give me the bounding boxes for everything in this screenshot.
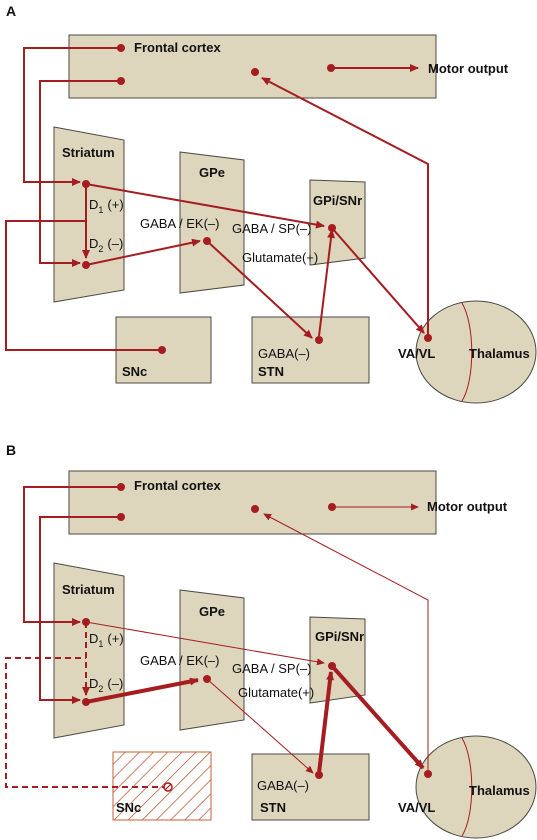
cortex-to-d2-path xyxy=(39,80,121,267)
striatum-label: Striatum xyxy=(62,145,115,160)
d2-node xyxy=(82,698,90,706)
panel-b: B Frontal cortex Motor output Striatum G… xyxy=(5,442,537,839)
stn-to-gpi-path xyxy=(318,229,335,337)
snc-node xyxy=(158,346,166,354)
striatum-box xyxy=(53,562,125,739)
cortex-node-3 xyxy=(251,68,259,76)
vavl-label: VA/VL xyxy=(398,800,435,815)
gpe-label: GPe xyxy=(199,165,225,180)
d2-label: D2(–) xyxy=(89,236,123,254)
stn-node xyxy=(315,771,323,779)
snc-to-striatum-path xyxy=(5,220,162,351)
frontal-cortex-label: Frontal cortex xyxy=(134,40,221,55)
d1-node xyxy=(82,180,90,188)
cortex-to-d1-path xyxy=(23,47,121,186)
cortex-to-d2-path xyxy=(39,516,121,704)
d1-node xyxy=(82,618,90,626)
panel-a: A Frontal cortex Motor output Striatum G… xyxy=(5,3,537,404)
vavl-boundary xyxy=(461,302,473,402)
gpi-to-thalamus-path xyxy=(330,664,425,770)
snc-label: SNc xyxy=(116,800,141,815)
d2-node xyxy=(82,261,90,269)
d2-to-gpe-path xyxy=(85,238,201,266)
gpe-node xyxy=(203,237,211,245)
frontal-cortex-box xyxy=(68,470,437,535)
stn-box xyxy=(251,753,370,821)
thalamus-label: Thalamus xyxy=(469,346,530,361)
gpi-node xyxy=(328,224,336,232)
cortex-node-2 xyxy=(117,77,125,85)
gpi-snr-box xyxy=(309,616,366,704)
cortex-node-4 xyxy=(327,64,335,72)
glutamate-label: Glutamate(+) xyxy=(242,250,318,265)
motor-output-label: Motor output xyxy=(428,61,509,76)
gaba-ek-label: GABA / EK(–) xyxy=(140,653,219,668)
gaba-ek-label: GABA / EK(–) xyxy=(140,216,219,231)
gpi-snr-label: GPi/SNr xyxy=(313,193,362,208)
stn-label: STN xyxy=(258,364,284,379)
cortex-node-1 xyxy=(117,44,125,52)
thalamus-to-cortex-path xyxy=(261,77,429,336)
thalamus-ellipse xyxy=(415,735,537,839)
cortex-node-3 xyxy=(251,505,259,513)
stn-box xyxy=(251,316,370,384)
striatum-label: Striatum xyxy=(62,582,115,597)
stn-label: STN xyxy=(260,800,286,815)
gpe-node xyxy=(203,675,211,683)
d1-label: D1(+) xyxy=(89,631,124,649)
panel-a-label: A xyxy=(6,3,16,19)
thalamus-to-cortex-path xyxy=(263,513,429,772)
gpi-to-thalamus-path xyxy=(331,227,425,334)
vavl-node xyxy=(424,770,432,778)
gpe-label: GPe xyxy=(199,604,225,619)
vavl-boundary xyxy=(461,737,473,837)
snc-to-striatum-path xyxy=(5,657,168,788)
gpi-snr-label: GPi/SNr xyxy=(315,629,364,644)
d1-to-gpi-path xyxy=(85,183,325,229)
d2-to-gpe-path xyxy=(85,677,199,704)
motor-output-label: Motor output xyxy=(427,499,508,514)
cortex-node-2 xyxy=(117,513,125,521)
vavl-label: VA/VL xyxy=(398,346,435,361)
d1-label: D1(+) xyxy=(89,197,124,215)
snc-label: SNc xyxy=(122,364,147,379)
gpi-node xyxy=(328,662,336,670)
gaba-sp-label: GABA / SP(–) xyxy=(232,661,311,676)
gaba-stn-label: GABA(–) xyxy=(258,346,310,361)
snc-node-strike xyxy=(165,784,171,790)
gaba-sp-label: GABA / SP(–) xyxy=(232,221,311,236)
glutamate-label: Glutamate(+) xyxy=(238,685,314,700)
thalamus-ellipse xyxy=(415,300,537,404)
d2-label: D2(–) xyxy=(89,676,123,694)
stn-to-gpi-path xyxy=(317,671,335,774)
stn-node xyxy=(315,336,323,344)
gpi-snr-box xyxy=(309,179,366,266)
thalamus-label: Thalamus xyxy=(469,783,530,798)
frontal-cortex-label: Frontal cortex xyxy=(134,478,221,493)
striatum-box xyxy=(53,126,125,303)
frontal-cortex-box xyxy=(68,34,437,99)
panel-b-label: B xyxy=(6,442,16,458)
cortex-node-4 xyxy=(328,503,336,511)
gpe-to-stn-path xyxy=(206,678,314,774)
cortex-to-d1-path xyxy=(23,486,121,626)
vavl-node xyxy=(424,334,432,342)
d1-to-gpi-path xyxy=(85,621,325,666)
gaba-stn-label: GABA(–) xyxy=(257,778,309,793)
cortex-node-1 xyxy=(117,483,125,491)
gpe-to-stn-path xyxy=(206,240,313,339)
